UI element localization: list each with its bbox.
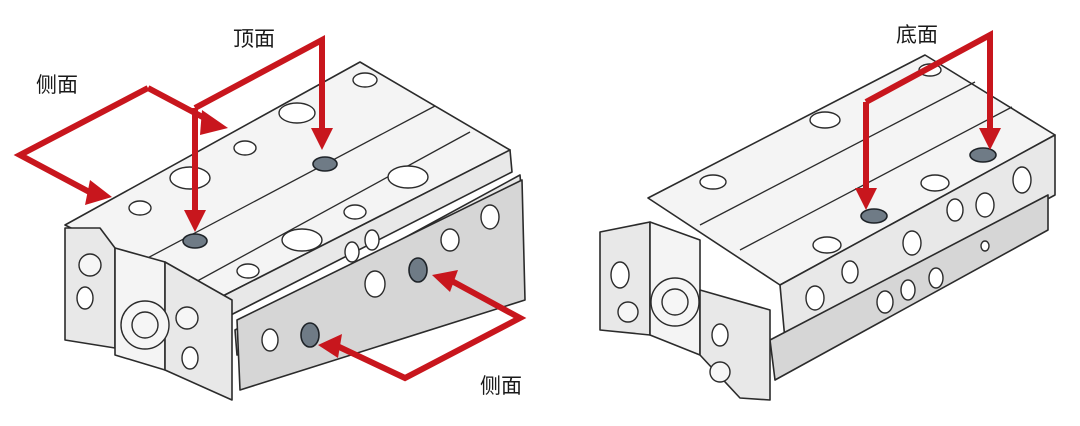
left-top-port-1 xyxy=(312,156,338,172)
left-plate-hole-2 xyxy=(181,346,199,370)
left-plate-hole-1 xyxy=(76,286,94,310)
left-side-hole-3 xyxy=(364,229,380,251)
right-top-hole-2 xyxy=(809,111,841,129)
left-top-hole-6 xyxy=(387,165,429,189)
right-end-face xyxy=(699,289,771,401)
arrow-right-bottom xyxy=(855,29,1001,210)
right-rail-hole-1 xyxy=(928,267,944,289)
right-side-hole-5 xyxy=(841,260,859,284)
right-bottom-port-2 xyxy=(860,208,888,224)
right-top-hole-3 xyxy=(699,174,727,190)
left-top-port-2 xyxy=(182,233,208,249)
right-rail-hole-3 xyxy=(876,290,894,314)
arrow-left-side-bottom xyxy=(318,270,527,382)
right-side-hole-6 xyxy=(805,285,825,311)
left-side-port-1 xyxy=(408,257,428,283)
left-top-hole-4 xyxy=(169,166,211,190)
right-center-screw xyxy=(661,288,689,316)
right-groove-1 xyxy=(699,81,976,226)
left-top-hole-8 xyxy=(281,228,323,252)
label-left-side-bottom: 侧面 xyxy=(480,374,522,398)
right-screw-1 xyxy=(617,301,639,323)
right-groove-2 xyxy=(739,106,1013,251)
right-rail-hole-2 xyxy=(900,279,916,301)
left-side-hole-6 xyxy=(261,328,279,352)
label-left-side-top: 侧面 xyxy=(36,73,78,97)
right-side-hole-3 xyxy=(946,198,964,222)
left-side-port-2 xyxy=(300,322,320,348)
label-right-bottom: 底面 xyxy=(896,23,938,47)
left-screw-1 xyxy=(78,253,102,277)
right-small-hole xyxy=(980,240,990,252)
left-top-hole-5 xyxy=(128,200,152,216)
arrow-left-top xyxy=(184,34,333,232)
left-top-hole-2 xyxy=(278,102,316,124)
left-slide-table xyxy=(64,61,526,401)
right-side-hole-2 xyxy=(975,192,995,218)
left-side-hole-2 xyxy=(440,228,460,252)
right-slide-table xyxy=(599,54,1056,401)
left-top-hole-7 xyxy=(343,204,367,220)
left-screw-2 xyxy=(175,306,199,330)
left-table-groove-2 xyxy=(189,131,471,286)
right-side-hole-1 xyxy=(1012,166,1032,194)
right-top-hole-4 xyxy=(920,174,950,192)
left-end-plate xyxy=(64,227,116,349)
right-plate-hole-1 xyxy=(610,261,630,289)
right-top-hole-5 xyxy=(812,236,842,254)
left-center-screw xyxy=(131,311,159,339)
right-screw-2 xyxy=(709,361,731,383)
left-top-hole-3 xyxy=(233,140,257,156)
arrow-left-side-top xyxy=(13,85,228,205)
left-side-hole-5 xyxy=(364,270,386,298)
left-top-hole-9 xyxy=(236,263,260,279)
left-side-hole-1 xyxy=(480,204,500,230)
left-side-hole-4 xyxy=(344,241,360,263)
left-top-hole-1 xyxy=(352,72,378,88)
right-plate-hole-2 xyxy=(711,323,729,347)
label-left-top: 顶面 xyxy=(233,27,275,51)
right-side-hole-4 xyxy=(902,230,922,256)
right-bottom-port-1 xyxy=(969,147,997,163)
